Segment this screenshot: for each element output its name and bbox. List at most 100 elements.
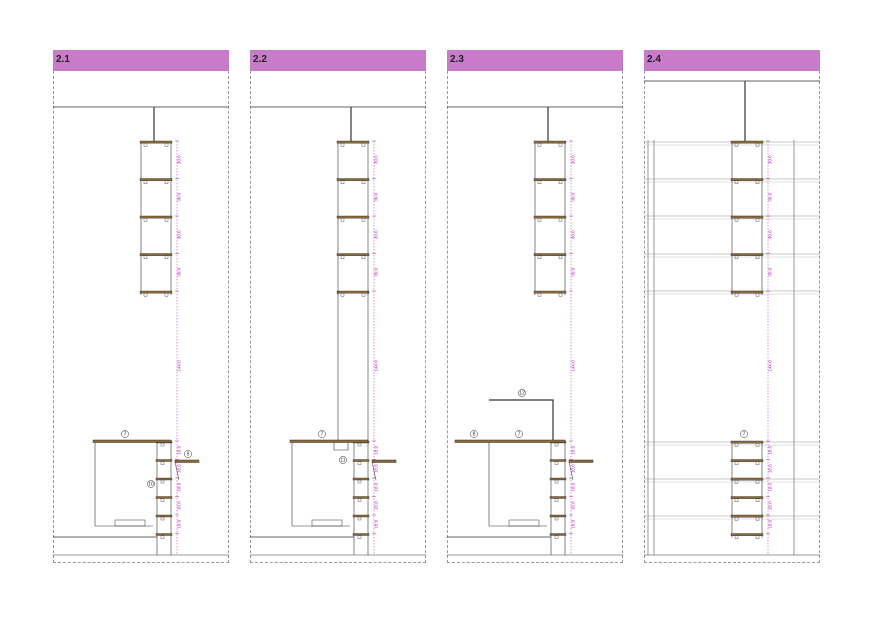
- lower-bracket: [160, 516, 165, 521]
- lower-shelf: [155, 477, 173, 481]
- lower-shelf: [549, 514, 567, 518]
- upper-shelf-unit-bracket: [361, 142, 366, 147]
- callout-tag-circle: [318, 430, 326, 438]
- callout-tag-circle: [184, 450, 192, 458]
- dimension-label: 144.0: [177, 360, 182, 372]
- lower-shelf: [549, 477, 567, 481]
- upper-shelf-unit-bracket: [361, 217, 366, 222]
- upper-shelf-unit-shelf: [730, 178, 764, 181]
- upper-shelf-unit-shelf: [139, 253, 173, 256]
- upper-shelf-unit-bracket: [143, 217, 148, 222]
- dimension-label: 30.0: [768, 267, 773, 276]
- lower-shelf: [549, 496, 567, 499]
- countertop: [92, 439, 172, 443]
- dimension-label: 18.0: [571, 445, 576, 454]
- panel-frame: [250, 71, 426, 563]
- upper-shelf-unit-bracket: [537, 180, 542, 184]
- callout-tag-circle: [515, 430, 523, 438]
- lower-shelf: [155, 496, 173, 499]
- lower-shelf-unit-bracket: [734, 443, 739, 447]
- upper-shelf-unit-shelf: [139, 290, 173, 294]
- lower-bracket: [160, 498, 165, 502]
- callout-tag-circle: [121, 430, 129, 438]
- upper-shelf-unit-bracket: [361, 180, 366, 184]
- upper-shelf-unit-bracket: [143, 255, 148, 259]
- dimension-label: 30.0: [571, 267, 576, 276]
- dimension-label: 30.0: [177, 192, 182, 201]
- callout-tag-circle: [147, 480, 155, 488]
- lower-bracket: [357, 461, 362, 465]
- upper-shelf-unit-bracket: [734, 142, 739, 147]
- upper-shelf-unit-bracket: [164, 292, 169, 297]
- dimension-label: 18.0: [374, 519, 379, 528]
- dimension-label: 18.0: [374, 482, 379, 491]
- callout-tag-circle: [740, 430, 748, 438]
- fold-out-desk: [568, 459, 594, 463]
- upper-shelf-unit-bracket: [734, 217, 739, 222]
- upper-shelf-unit-shelf: [336, 178, 370, 181]
- dimension-label: 30.0: [374, 155, 379, 164]
- dimension-label: 18.0: [571, 464, 576, 473]
- callout-tag: 10: [148, 482, 154, 488]
- sink-recess: [333, 442, 349, 451]
- callout-tag-circle: [339, 456, 347, 464]
- lower-bracket: [160, 461, 165, 465]
- lower-bracket: [357, 498, 362, 502]
- upper-shelf-unit-bracket: [558, 255, 563, 259]
- desk-strut: [568, 461, 574, 481]
- upper-shelf-unit-bracket: [340, 142, 345, 147]
- upper-shelf-unit-bracket: [361, 292, 366, 297]
- upper-shelf-unit-bracket: [361, 255, 366, 259]
- callout-tag: 7: [321, 432, 324, 438]
- panel-frame: [53, 71, 229, 563]
- dimension-label: 18.0: [768, 519, 773, 528]
- dimension-label: 30.0: [571, 155, 576, 164]
- dimension-label: 18.0: [571, 482, 576, 491]
- lower-bracket: [554, 442, 559, 447]
- dimension-label: 18.0: [768, 445, 773, 454]
- overhead-frame: [489, 399, 554, 440]
- lower-shelf: [549, 459, 567, 462]
- upper-shelf-unit-shelf: [139, 215, 173, 219]
- dimension-label: 18.0: [374, 445, 379, 454]
- lower-bracket: [160, 535, 165, 539]
- dimension-label: 18.0: [177, 464, 182, 473]
- dimension-label: 30.0: [374, 267, 379, 276]
- dimension-label: 18.0: [374, 464, 379, 473]
- upper-shelf-unit-bracket: [164, 217, 169, 222]
- lower-shelf-unit-bracket: [734, 461, 739, 465]
- lower-bracket: [554, 461, 559, 465]
- dimension-label: 18.0: [768, 464, 773, 473]
- dimension-label: 30.0: [374, 192, 379, 201]
- lower-bracket: [554, 498, 559, 502]
- lower-shelf-unit-bracket: [755, 480, 760, 484]
- panel-frame: [447, 71, 623, 563]
- section-drawing: 30.030.030.030.0144.018.018.018.018.018.…: [644, 80, 820, 556]
- upper-shelf-unit-bracket: [164, 180, 169, 184]
- dimension-label: 18.0: [177, 519, 182, 528]
- dimension-label: 30.0: [768, 192, 773, 201]
- upper-shelf-unit-bracket: [755, 180, 760, 184]
- lower-bracket: [357, 479, 362, 484]
- section-drawing: 30.030.030.030.0144.018.018.018.018.018.…: [250, 106, 426, 556]
- dimension-label: 30.0: [177, 155, 182, 164]
- lower-shelf: [155, 514, 173, 518]
- lower-bracket: [160, 442, 165, 447]
- dimension-label: 144.0: [374, 360, 379, 372]
- lower-bracket: [357, 442, 362, 447]
- dimension-label: 18.0: [374, 501, 379, 510]
- callout-tag: 7: [518, 432, 521, 438]
- dimension-label: 30.0: [177, 230, 182, 239]
- upper-shelf-unit-shelf: [533, 140, 567, 144]
- dimension-label: 18.0: [177, 501, 182, 510]
- section-drawing: 30.030.030.030.0144.018.018.018.018.018.…: [447, 106, 623, 556]
- callout-tag: 8: [473, 432, 476, 438]
- upper-shelf-unit-shelf: [730, 290, 764, 294]
- cabinet-plinth: [311, 519, 343, 527]
- lower-shelf-unit-bracket: [734, 517, 739, 521]
- upper-shelf-unit-bracket: [755, 217, 760, 222]
- upper-shelf-unit-bracket: [734, 292, 739, 297]
- upper-shelf-unit-shelf: [336, 253, 370, 256]
